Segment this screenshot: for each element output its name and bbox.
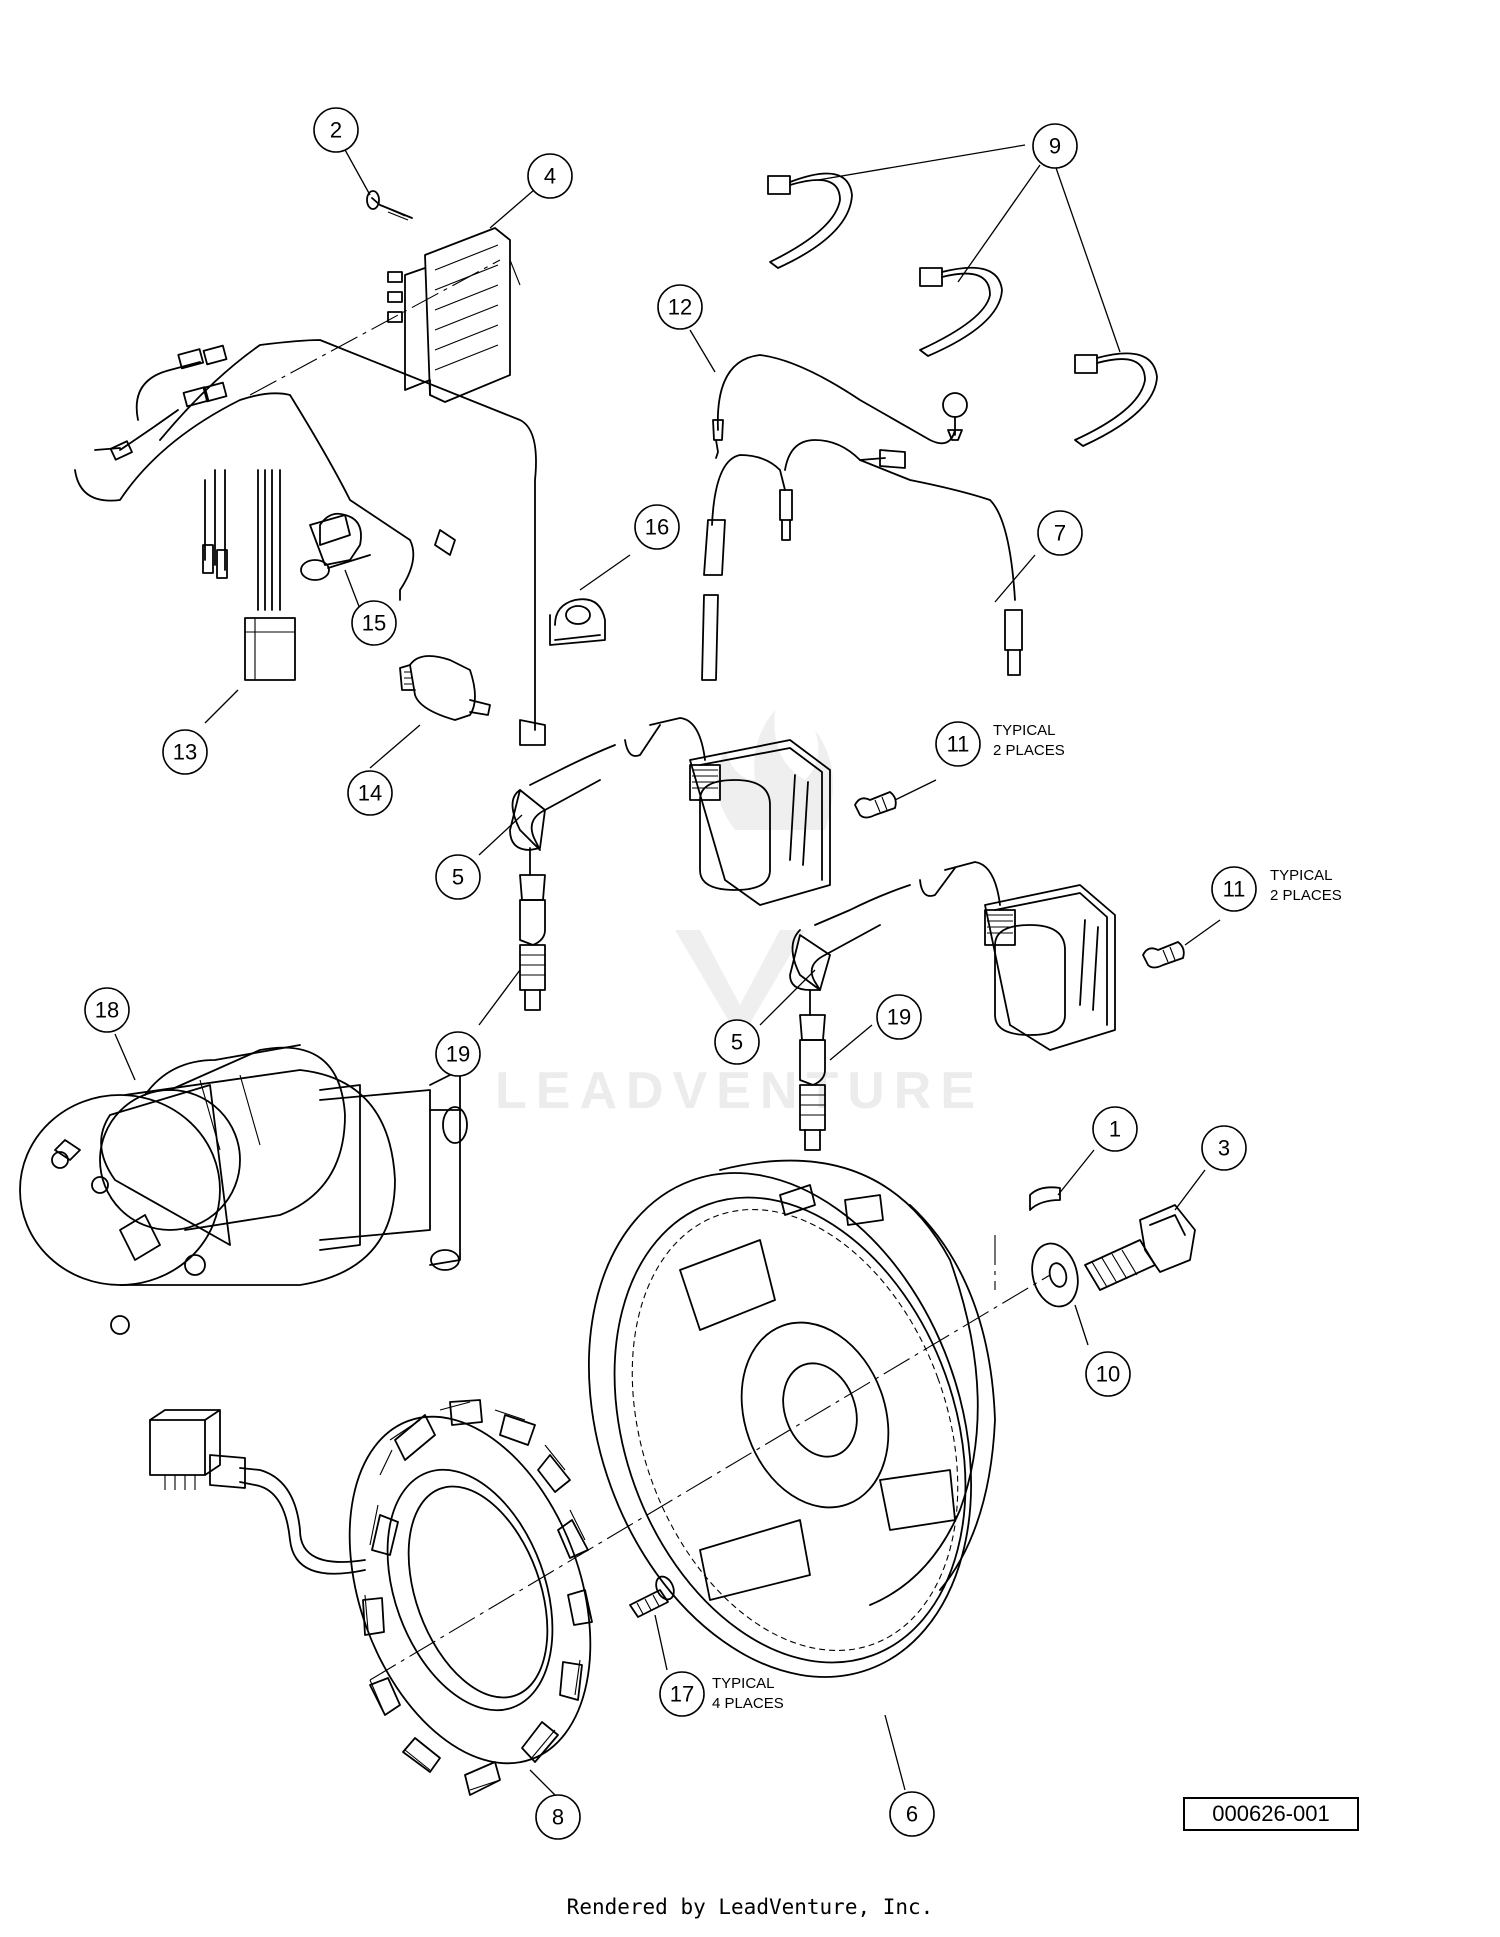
svg-text:5: 5 [452,865,464,890]
part-ground-lead [712,354,968,459]
callout-12: 12 [657,284,703,330]
part-screw-11-upper [854,791,897,819]
note-typical-4-places: TYPICAL 4 PLACES [712,1675,784,1712]
svg-text:1: 1 [1109,1117,1121,1142]
note-typical-2-places-upper: TYPICAL 2 PLACES [993,722,1065,759]
svg-text:8: 8 [552,1805,564,1830]
part-key [1029,1186,1061,1211]
callout-15: 15 [351,600,397,646]
callout-8: 8 [535,1794,581,1840]
callout-17: 17 [659,1671,705,1717]
callout-19-upper: 19 [435,1031,481,1077]
crankshaft-axis [369,1274,1051,1681]
part-starter-motor [19,1044,468,1335]
callout-9: 9 [1032,123,1078,169]
svg-text:TYPICAL: TYPICAL [993,722,1056,739]
part-clip [549,598,606,646]
callout-11-lower: 11 [1211,866,1257,912]
part-washer [1031,1242,1079,1308]
part-screw-11-lower [1142,941,1185,969]
callout-16: 16 [634,504,680,550]
callout-18: 18 [84,987,130,1033]
footer-credit: Rendered by LeadVenture, Inc. [566,1895,934,1919]
svg-text:13: 13 [173,740,197,765]
part-cable-ties [767,172,1158,447]
svg-text:19: 19 [887,1005,911,1030]
callout-2: 2 [313,107,359,153]
watermark: LEADVENTURE [495,710,984,1120]
svg-text:2 PLACES: 2 PLACES [993,742,1065,759]
callout-5-upper: 5 [435,854,481,900]
svg-text:10: 10 [1096,1362,1120,1387]
part-screw-17 [629,1575,675,1618]
callout-11-upper: 11 [935,721,981,767]
leader-lines [114,144,1221,1796]
part-ignition-coil-upper [509,717,831,1011]
callout-4: 4 [527,153,573,199]
part-flywheel [588,1159,996,1678]
svg-text:2: 2 [330,118,342,143]
svg-text:TYPICAL: TYPICAL [712,1675,775,1692]
svg-text:3: 3 [1218,1136,1230,1161]
callout-5-lower: 5 [714,1019,760,1065]
part-bolt [1084,1204,1196,1291]
part-wiring-harness [74,339,546,746]
svg-text:11: 11 [947,732,970,757]
part-regulator [249,227,521,403]
svg-text:4: 4 [544,164,556,189]
svg-text:17: 17 [670,1682,694,1707]
reference-number: 000626-001 [1183,1797,1359,1831]
callout-19-lower: 19 [876,994,922,1040]
callout-10: 10 [1085,1351,1131,1397]
callout-1: 1 [1092,1106,1138,1152]
svg-text:19: 19 [446,1042,470,1067]
svg-text:11: 11 [1223,877,1246,902]
svg-text:7: 7 [1054,521,1066,546]
part-ignition-lead [701,439,1023,681]
part-stator [149,1399,593,1796]
watermark-text: LEADVENTURE [495,1062,984,1120]
svg-text:6: 6 [906,1802,918,1827]
svg-text:TYPICAL: TYPICAL [1270,867,1333,884]
svg-text:18: 18 [95,998,119,1023]
callout-14: 14 [347,770,393,816]
svg-text:12: 12 [668,295,692,320]
part-pressure-switch [399,655,491,721]
callout-7: 7 [1037,510,1083,556]
svg-text:9: 9 [1049,134,1061,159]
note-typical-2-places-lower: TYPICAL 2 PLACES [1270,867,1342,904]
callout-13: 13 [162,729,208,775]
part-screw-2 [366,190,413,221]
svg-text:14: 14 [358,781,382,806]
svg-text:4 PLACES: 4 PLACES [712,1695,784,1712]
callout-6: 6 [889,1791,935,1837]
callout-3: 3 [1201,1125,1247,1171]
svg-text:16: 16 [645,515,669,540]
part-ring-terminal [300,514,371,581]
svg-text:2 PLACES: 2 PLACES [1270,887,1342,904]
svg-text:5: 5 [731,1030,743,1055]
svg-text:15: 15 [362,611,386,636]
